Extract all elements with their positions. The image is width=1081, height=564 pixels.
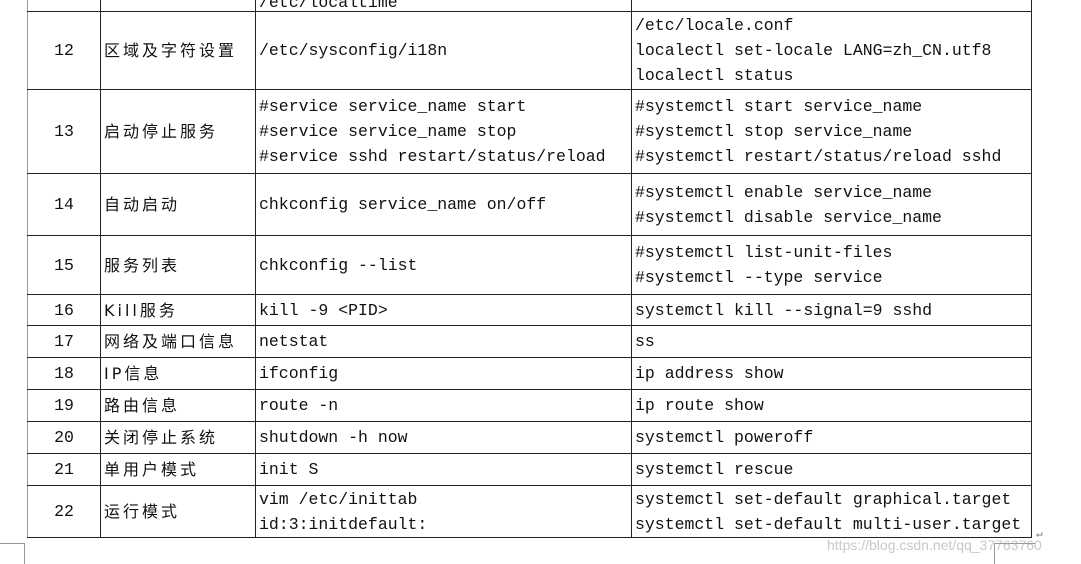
cell-num: 15	[27, 235, 101, 295]
cell-num: 16	[27, 294, 101, 326]
cell-centos7-command: #systemctl start service_name #systemctl …	[631, 89, 1032, 174]
cell-centos6-command: vim /etc/inittab id:3:initdefault:	[255, 485, 632, 538]
command-line: #systemctl start service_name	[635, 97, 923, 116]
cell-name: 自动启动	[100, 173, 256, 236]
page-corner-mark	[0, 543, 25, 564]
command-line: localectl set-locale LANG=zh_CN.utf8	[635, 41, 992, 60]
command-line: ip address show	[635, 364, 784, 383]
cell-centos7-command: /etc/locale.conf localectl set-locale LAN…	[631, 11, 1032, 90]
cell-num	[27, 0, 101, 12]
paragraph-mark: ↵	[1036, 529, 1043, 541]
command-line: chkconfig service_name on/off	[259, 195, 547, 214]
command-line: netstat	[259, 332, 329, 351]
cell-new	[631, 0, 1032, 12]
command-line: #systemctl --type service	[635, 268, 883, 287]
cell-name: 单用户模式	[100, 453, 256, 486]
cell-centos7-command: ip route show	[631, 389, 1032, 422]
command-line: ifconfig	[259, 364, 339, 383]
cell-centos7-command: systemctl rescue	[631, 453, 1032, 486]
cell-centos7-command: ss	[631, 325, 1032, 358]
cell-centos6-command: init S	[255, 453, 632, 486]
command-line: id:3:initdefault:	[259, 514, 428, 534]
command-line: kill -9 <PID>	[259, 300, 388, 320]
cell-name: IP信息	[100, 357, 256, 390]
command-line: init S	[259, 460, 319, 479]
cell-centos6-command: chkconfig --list	[255, 235, 632, 295]
command-line: ss	[635, 332, 655, 351]
cell-name: 路由信息	[100, 389, 256, 422]
table-row-partial: /etc/localtime	[27, 0, 1032, 12]
cell-centos7-command: ip address show	[631, 357, 1032, 390]
cell-num: 12	[27, 11, 101, 90]
cell-centos6-command: netstat	[255, 325, 632, 358]
cell-name: 区域及字符设置	[100, 11, 256, 90]
cell-num: 17	[27, 325, 101, 358]
cell-num: 20	[27, 421, 101, 454]
command-line: /etc/locale.conf	[635, 16, 794, 35]
command-line: shutdown -h now	[259, 428, 408, 447]
page-corner-mark	[994, 543, 1035, 564]
command-line: #systemctl enable service_name	[635, 182, 933, 202]
cell-centos6-command: route -n	[255, 389, 632, 422]
cell-num: 22	[27, 485, 101, 538]
cell-num: 21	[27, 453, 101, 486]
cell-centos7-command: #systemctl enable service_name #systemctl…	[631, 173, 1032, 236]
command-line: #systemctl disable service_name	[635, 207, 942, 227]
command-line: systemctl poweroff	[635, 428, 814, 447]
cell-centos7-command: systemctl set-default graphical.target sy…	[631, 485, 1032, 538]
cell-centos6-command: /etc/sysconfig/i18n	[255, 11, 632, 90]
cell-centos6-command: #service service_name start #service serv…	[255, 89, 632, 174]
cell-old: /etc/localtime	[255, 0, 632, 12]
command-line: #systemctl list-unit-files	[635, 243, 893, 262]
cell-name: 运行模式	[100, 485, 256, 538]
command-line: chkconfig --list	[259, 255, 418, 275]
cell-centos6-command: chkconfig service_name on/off	[255, 173, 632, 236]
cell-num: 19	[27, 389, 101, 422]
cell-name: 服务列表	[100, 235, 256, 295]
cell-num: 14	[27, 173, 101, 236]
command-line: #service service_name start	[259, 97, 527, 116]
command-line: localectl status	[635, 66, 794, 85]
cell-centos6-command: shutdown -h now	[255, 421, 632, 454]
command-line: systemctl set-default multi-user.target	[635, 514, 1022, 534]
command-line: #systemctl stop service_name	[635, 122, 913, 141]
cell-centos7-command: systemctl kill --signal=9 sshd	[631, 294, 1032, 326]
cell-name: Kill服务	[100, 294, 256, 326]
cell-num: 13	[27, 89, 101, 174]
cell-centos7-command: systemctl poweroff	[631, 421, 1032, 454]
cell-name: 启动停止服务	[100, 89, 256, 174]
cell-name	[100, 0, 256, 12]
command-line: #systemctl restart/status/reload sshd	[635, 147, 1002, 166]
command-line: ip route show	[635, 396, 764, 415]
cell-name: 网络及端口信息	[100, 325, 256, 358]
cell-centos6-command: kill -9 <PID>	[255, 294, 632, 326]
cell-num: 18	[27, 357, 101, 390]
command-line: systemctl kill --signal=9 sshd	[635, 300, 933, 320]
command-line: route -n	[259, 396, 339, 415]
cell-name: 关闭停止系统	[100, 421, 256, 454]
command-line: systemctl rescue	[635, 460, 794, 479]
command-line: vim /etc/inittab	[259, 489, 418, 509]
watermark: https://blog.csdn.net/qq_37763760	[827, 537, 1042, 553]
command-line: /etc/sysconfig/i18n	[259, 41, 448, 60]
cell-centos6-command: ifconfig	[255, 357, 632, 390]
cell-centos7-command: #systemctl list-unit-files #systemctl --t…	[631, 235, 1032, 295]
command-line: #service sshd restart/status/reload	[259, 147, 606, 166]
command-line: #service service_name stop	[259, 122, 517, 141]
command-line: systemctl set-default graphical.target	[635, 489, 1012, 509]
